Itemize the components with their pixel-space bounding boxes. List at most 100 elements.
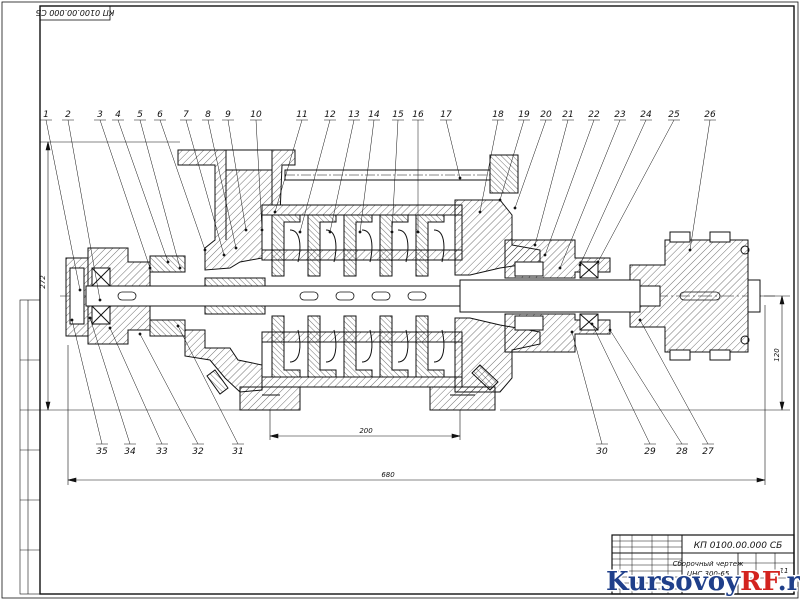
bottom-balloon-34: 34 xyxy=(124,447,136,457)
corner-code: КП 0100.00.000 СБ xyxy=(35,8,114,17)
top-leader-9 xyxy=(227,119,247,231)
coupling-half xyxy=(629,239,749,353)
top-leader-dot-26 xyxy=(688,248,692,252)
top-leader-5 xyxy=(139,119,181,269)
top-leader-7 xyxy=(185,119,225,256)
top-balloon-2: 2 xyxy=(65,110,71,120)
bottom-balloon-28: 28 xyxy=(676,447,688,457)
top-leader-24 xyxy=(579,119,647,266)
top-leader-13 xyxy=(329,119,355,233)
top-balloon-25: 25 xyxy=(668,110,680,120)
bottom-balloon-30: 30 xyxy=(596,447,608,457)
stage-casings-upper xyxy=(261,204,463,261)
top-leader-dot-9 xyxy=(244,228,248,232)
coupling-hub xyxy=(747,279,761,313)
top-leader-3 xyxy=(99,119,151,269)
title-name-line1: Сборочный чертеж xyxy=(673,560,744,568)
top-leader-19 xyxy=(499,119,525,201)
top-leader-dot-4 xyxy=(166,260,170,264)
top-leader-1 xyxy=(45,119,81,291)
dim-overall-length: 680 xyxy=(381,471,395,479)
bottom-leader-31 xyxy=(177,325,239,445)
top-leader-dot-18 xyxy=(478,210,482,214)
top-leader-dot-15 xyxy=(390,230,394,234)
top-balloon-6: 6 xyxy=(157,110,163,120)
bottom-leader-dot-30 xyxy=(570,330,574,334)
shaft-keyways xyxy=(117,291,721,301)
bottom-leader-dot-35 xyxy=(70,318,74,322)
dim-height: 272 xyxy=(39,275,47,289)
top-leader-10 xyxy=(255,119,263,231)
bottom-leader-dot-31 xyxy=(176,324,180,328)
dimensions xyxy=(40,141,790,485)
top-leader-25 xyxy=(597,119,675,263)
bottom-leader-34 xyxy=(89,317,131,445)
bottom-balloon-35: 35 xyxy=(96,447,108,457)
top-balloon-13: 13 xyxy=(348,110,360,120)
top-leader-dot-17 xyxy=(458,176,462,180)
top-leader-8 xyxy=(207,119,237,249)
top-leader-12 xyxy=(299,119,331,233)
top-balloon-11: 11 xyxy=(296,110,307,120)
top-leader-22 xyxy=(544,119,595,256)
top-balloon-18: 18 xyxy=(492,110,504,120)
bottom-leader-28 xyxy=(609,329,683,445)
guide-vanes-lower xyxy=(289,329,445,363)
dim-shaft-height: 120 xyxy=(773,348,781,362)
top-leader-dot-10 xyxy=(260,228,264,232)
top-leader-4 xyxy=(117,119,169,263)
top-balloon-1: 1 xyxy=(43,110,49,120)
top-leader-dot-24 xyxy=(578,263,582,267)
top-leader-dot-13 xyxy=(328,230,332,234)
leader-lines-bottom xyxy=(70,316,714,445)
bottom-leader-dot-33 xyxy=(108,326,112,330)
bottom-leader-32 xyxy=(139,333,199,445)
title-sheets-count: 11 xyxy=(780,567,789,575)
impellers-upper xyxy=(271,214,445,277)
bottom-leader-29 xyxy=(591,323,651,445)
bottom-balloon-32: 32 xyxy=(192,447,204,457)
bottom-leader-dot-29 xyxy=(590,322,594,326)
watermark-part-accent: RF xyxy=(740,567,781,597)
guide-vanes-upper xyxy=(289,229,445,263)
top-balloon-20: 20 xyxy=(540,110,552,120)
watermark-logo: KursovoyRF.ru xyxy=(605,566,800,599)
top-leader-26 xyxy=(689,119,711,251)
title-block xyxy=(611,534,795,595)
watermark-part-domain: .ru xyxy=(778,567,800,597)
top-leader-dot-16 xyxy=(416,230,420,234)
pump-foot-right xyxy=(429,386,496,411)
top-leader-dot-25 xyxy=(596,260,600,264)
top-balloon-23: 23 xyxy=(614,110,626,120)
tie-bolt-nut xyxy=(489,154,519,194)
corner-code-box: КП 0100.00.000 СБ xyxy=(35,5,114,21)
impellers-lower xyxy=(271,315,445,378)
top-balloon-4: 4 xyxy=(115,110,121,120)
top-leader-18 xyxy=(479,119,499,213)
watermark-part-main: Kursovoy xyxy=(606,567,741,597)
bottom-balloon-31: 31 xyxy=(232,447,243,457)
suction-casing xyxy=(177,149,296,271)
top-balloon-17: 17 xyxy=(440,110,452,120)
top-leader-dot-8 xyxy=(234,246,238,250)
top-leader-dot-23 xyxy=(558,266,562,270)
bottom-leader-35 xyxy=(71,319,103,445)
top-leader-dot-22 xyxy=(543,253,547,257)
pump-assembly xyxy=(60,149,775,411)
title-designation: КП 0100.00.000 СБ xyxy=(694,541,783,551)
top-balloon-26: 26 xyxy=(704,110,716,120)
top-balloon-10: 10 xyxy=(250,110,262,120)
top-balloon-24: 24 xyxy=(640,110,652,120)
top-leader-20 xyxy=(514,119,547,209)
top-leader-dot-11 xyxy=(273,210,277,214)
top-leader-15 xyxy=(391,119,399,233)
top-leader-dot-19 xyxy=(498,198,502,202)
top-balloon-9: 9 xyxy=(225,110,231,120)
left-gland xyxy=(149,255,186,273)
top-leader-dot-5 xyxy=(178,266,182,270)
bottom-leader-33 xyxy=(109,327,163,445)
top-leader-dot-21 xyxy=(533,243,537,247)
